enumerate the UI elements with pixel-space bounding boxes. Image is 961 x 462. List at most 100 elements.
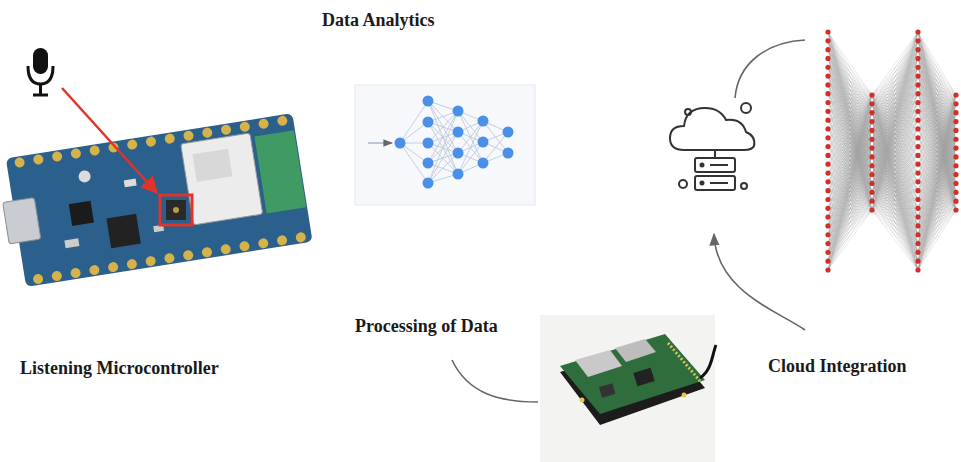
neural-network-image xyxy=(355,85,535,205)
microphone-icon xyxy=(39,84,42,94)
cloud-icon xyxy=(670,108,754,150)
deep-network-image xyxy=(953,181,958,186)
deep-network-image xyxy=(953,199,958,204)
caption-text: Data Analytics xyxy=(322,10,435,32)
deep-network-image xyxy=(915,179,920,184)
cloud-icon xyxy=(695,176,735,190)
microcontroller-board xyxy=(6,113,313,287)
deep-network-image xyxy=(828,175,872,270)
deep-network-image xyxy=(915,162,920,167)
deep-network-image xyxy=(872,164,918,210)
neural-network-image xyxy=(423,178,434,189)
deep-network-image xyxy=(918,94,956,95)
deep-network-image xyxy=(869,145,874,150)
raspberry-pi-photo xyxy=(540,315,716,462)
microcontroller-board xyxy=(14,157,25,168)
microcontroller-board xyxy=(254,130,306,213)
deep-network-image xyxy=(918,139,956,270)
microcontroller-board xyxy=(145,255,156,266)
raspberry-pi-photo xyxy=(580,398,585,403)
deep-network-image xyxy=(828,41,872,210)
deep-network-image xyxy=(915,215,920,220)
deep-network-image xyxy=(872,120,918,210)
deep-network-image xyxy=(825,135,830,140)
deep-network-image xyxy=(918,122,956,270)
deep-network-image xyxy=(872,103,918,210)
deep-network-image xyxy=(953,101,958,106)
deep-network-image xyxy=(825,100,830,105)
neural-network-image xyxy=(453,148,464,159)
deep-network-image xyxy=(828,95,872,244)
cloud-icon xyxy=(670,103,754,190)
deep-network-image xyxy=(825,206,830,211)
deep-network-image xyxy=(828,148,872,270)
deep-network-image xyxy=(825,197,830,202)
caption-label: Listening Microcontroller xyxy=(20,358,219,380)
deep-network-image xyxy=(915,73,920,78)
microcontroller-board xyxy=(124,178,137,187)
microphone-icon xyxy=(28,66,53,84)
microcontroller-board xyxy=(239,121,250,132)
deep-network-image xyxy=(918,201,956,270)
deep-network-image xyxy=(872,201,918,217)
deep-network-image xyxy=(915,144,920,149)
deep-network-image xyxy=(869,119,874,124)
microphone-icon xyxy=(33,94,48,97)
neural-network-image xyxy=(478,158,489,169)
caption-label: Data Analytics xyxy=(322,10,435,32)
cloud-icon xyxy=(701,164,704,167)
deep-network-image xyxy=(915,197,920,202)
deep-network-image xyxy=(825,162,830,167)
deep-network-image xyxy=(869,190,874,195)
microphone-icon xyxy=(28,48,53,95)
microcontroller-board xyxy=(14,115,307,285)
raspberry-pi-photo xyxy=(575,350,622,377)
deep-network-image xyxy=(825,144,830,149)
deep-network-image xyxy=(828,122,872,270)
deep-network-image xyxy=(872,192,918,226)
deep-network-image xyxy=(918,157,956,270)
neural-network-image xyxy=(453,127,464,138)
deep-network-image xyxy=(872,192,918,270)
deep-network-image xyxy=(915,38,920,43)
deep-network-image xyxy=(918,85,956,95)
microcontroller-board xyxy=(220,124,231,135)
neural-network-image xyxy=(423,138,434,149)
microcontroller-board xyxy=(192,149,232,182)
microcontroller-board xyxy=(201,247,212,258)
neural-network-image xyxy=(423,117,434,128)
deep-network-image xyxy=(915,135,920,140)
neural-network-image xyxy=(458,142,483,174)
microcontroller-board xyxy=(258,238,269,249)
deep-network-image xyxy=(872,210,918,252)
deep-network-image xyxy=(869,154,874,159)
deep-network-image xyxy=(825,170,830,175)
deep-network-image xyxy=(828,104,872,270)
deep-network-image xyxy=(869,181,874,186)
microcontroller-board xyxy=(33,154,44,165)
caption-label: Cloud Integration xyxy=(768,356,907,378)
microcontroller-board xyxy=(239,241,250,252)
deep-network-image xyxy=(872,210,918,226)
deep-network-image xyxy=(828,201,872,270)
deep-network-image xyxy=(872,94,918,210)
deep-network-image xyxy=(872,50,918,210)
microcontroller-board xyxy=(89,264,100,275)
deep-network-image xyxy=(872,85,918,210)
neural-network-image xyxy=(395,96,514,189)
microcontroller-board xyxy=(126,139,137,150)
deep-network-image xyxy=(918,95,956,261)
neural-network-image xyxy=(428,111,458,143)
deep-network-image xyxy=(825,73,830,78)
microcontroller-board xyxy=(107,261,118,272)
deep-network-image xyxy=(869,137,874,142)
deep-network-image xyxy=(915,259,920,264)
deep-network-image xyxy=(872,138,918,210)
deep-network-image xyxy=(872,192,918,252)
neural-network-image xyxy=(478,137,489,148)
microphone-chip xyxy=(173,207,179,213)
microcontroller-board xyxy=(164,252,175,263)
deep-network-image xyxy=(918,148,956,270)
deep-network-image xyxy=(915,170,920,175)
deep-network-image xyxy=(825,267,830,272)
